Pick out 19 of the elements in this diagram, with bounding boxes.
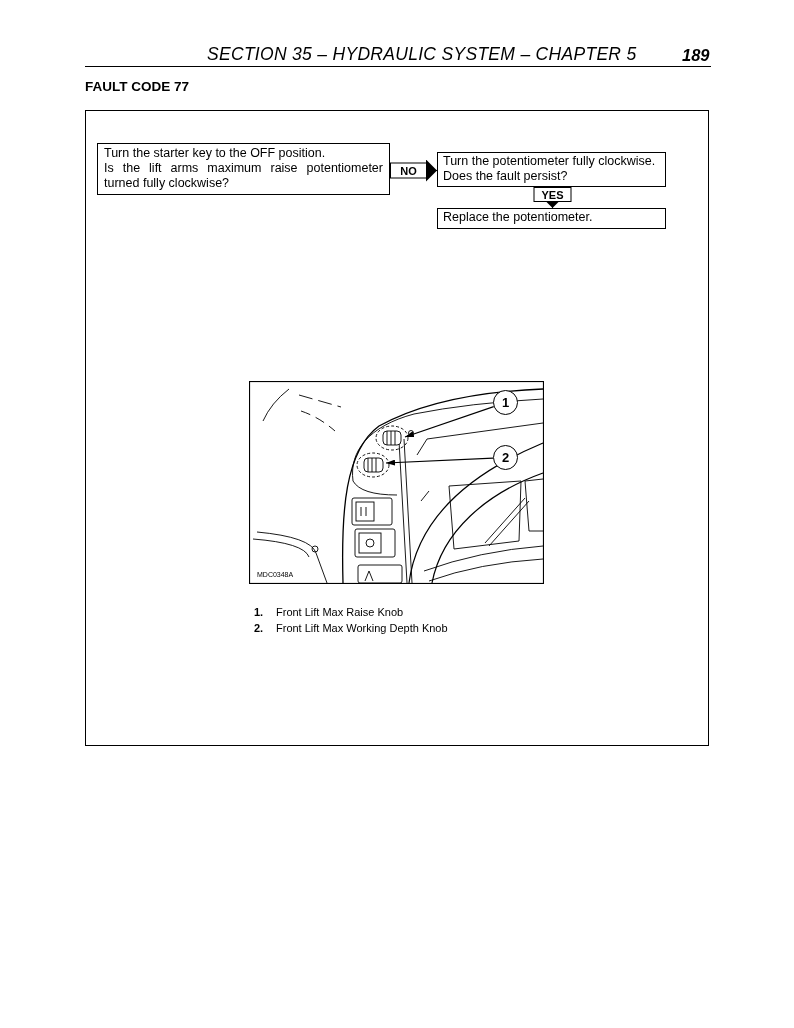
page-title: FAULT CODE 77	[85, 78, 189, 95]
list-number: 2.	[254, 621, 264, 635]
leader-line	[404, 405, 495, 438]
callout-description: Front Lift Max Working Depth Knob	[276, 621, 448, 635]
callout-description: Front Lift Max Raise Knob	[276, 605, 404, 619]
step-text: Is the lift arms maximum raise potentiometer turned fully clockwise?	[104, 161, 383, 191]
process-box	[97, 143, 390, 195]
running-header: SECTION 35 – HYDRAULIC SYSTEM – CHAPTER 5	[207, 44, 637, 65]
callout-number: 2	[493, 445, 518, 470]
step-text: Turn the starter key to the OFF position.	[104, 146, 327, 161]
process-box	[437, 152, 666, 187]
page-number: 189	[682, 45, 710, 65]
list-number: 1.	[254, 605, 264, 619]
callout-number: 1	[493, 390, 518, 415]
step-text: Replace the potentiometer.	[443, 210, 594, 225]
step-text: Turn the potentiometer fully clockwise.	[443, 154, 657, 169]
process-box	[437, 208, 666, 229]
step-text: Does the fault persist?	[443, 169, 569, 184]
leader-line	[385, 457, 494, 466]
